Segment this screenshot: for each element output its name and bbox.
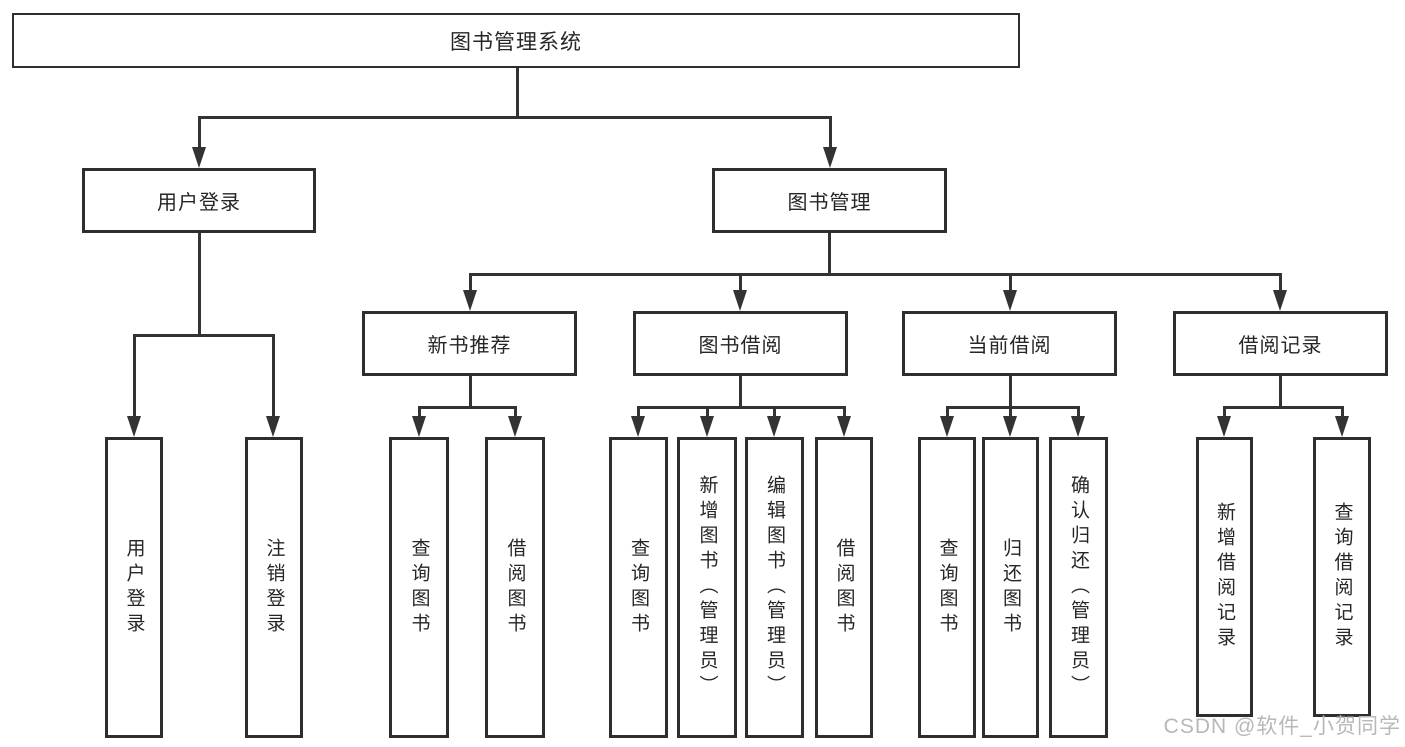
leaf-logout: 注销登录 xyxy=(245,437,303,738)
node-book-borrowing: 图书借阅 xyxy=(633,311,848,376)
connector-line xyxy=(1279,273,1282,293)
connector-line xyxy=(1341,406,1344,419)
node-borrowing-records: 借阅记录 xyxy=(1173,311,1388,376)
node-current-borrowing: 当前借阅 xyxy=(902,311,1117,376)
connector-line xyxy=(198,116,832,119)
arrowhead-icon xyxy=(508,416,522,437)
node-book-management: 图书管理 xyxy=(712,168,947,233)
leaf-query-books-recommend: 查询图书 xyxy=(389,437,449,738)
connector-line xyxy=(946,406,949,419)
connector-line xyxy=(637,406,845,409)
connector-line xyxy=(946,406,1080,409)
arrowhead-icon xyxy=(1003,416,1017,437)
node-new-book-recommendation: 新书推荐 xyxy=(362,311,577,376)
arrowhead-icon xyxy=(266,416,280,437)
connector-line xyxy=(198,116,201,150)
connector-line xyxy=(1279,376,1282,409)
leaf-user-login: 用户登录 xyxy=(105,437,163,738)
leaf-query-books-current: 查询图书 xyxy=(918,437,976,738)
connector-line xyxy=(469,376,472,409)
arrowhead-icon xyxy=(1217,416,1231,437)
leaf-edit-books-admin: 编辑图书（管理员） xyxy=(745,437,804,738)
node-library-management-system: 图书管理系统 xyxy=(12,13,1020,68)
arrowhead-icon xyxy=(1003,290,1017,311)
connector-line xyxy=(739,273,742,293)
leaf-borrow-books-recommend: 借阅图书 xyxy=(485,437,545,738)
connector-line xyxy=(272,334,275,419)
connector-line xyxy=(198,233,201,337)
connector-line xyxy=(637,406,640,419)
arrowhead-icon xyxy=(631,416,645,437)
leaf-query-borrow-record: 查询借阅记录 xyxy=(1313,437,1371,717)
connector-line xyxy=(418,406,517,409)
arrowhead-icon xyxy=(1335,416,1349,437)
connector-line xyxy=(828,233,831,276)
connector-line xyxy=(739,376,742,409)
connector-line xyxy=(706,406,709,419)
arrowhead-icon xyxy=(823,147,837,168)
connector-line xyxy=(843,406,846,419)
node-user-login: 用户登录 xyxy=(82,168,316,233)
leaf-confirm-return-admin: 确认归还（管理员） xyxy=(1049,437,1108,738)
leaf-borrow-books: 借阅图书 xyxy=(815,437,873,738)
arrowhead-icon xyxy=(837,416,851,437)
arrowhead-icon xyxy=(767,416,781,437)
connector-line xyxy=(469,273,1282,276)
connector-line xyxy=(133,334,275,337)
connector-line xyxy=(1009,406,1012,419)
arrowhead-icon xyxy=(1273,290,1287,311)
watermark: CSDN @软件_小贺同学 xyxy=(1163,715,1401,738)
connector-line xyxy=(418,406,421,419)
arrowhead-icon xyxy=(733,290,747,311)
arrowhead-icon xyxy=(127,416,141,437)
leaf-add-borrow-record: 新增借阅记录 xyxy=(1196,437,1253,717)
connector-line xyxy=(1223,406,1226,419)
connector-line xyxy=(773,406,776,419)
arrowhead-icon xyxy=(940,416,954,437)
connector-line xyxy=(516,68,519,119)
connector-line xyxy=(514,406,517,419)
connector-line xyxy=(133,334,136,419)
connector-line xyxy=(1009,376,1012,409)
connector-line xyxy=(829,116,832,150)
connector-line xyxy=(1009,273,1012,293)
arrowhead-icon xyxy=(412,416,426,437)
connector-line xyxy=(1077,406,1080,419)
arrowhead-icon xyxy=(700,416,714,437)
connector-line xyxy=(1223,406,1344,409)
arrowhead-icon xyxy=(1071,416,1085,437)
leaf-query-books-borrowing: 查询图书 xyxy=(609,437,668,738)
arrowhead-icon xyxy=(463,290,477,311)
leaf-add-books-admin: 新增图书（管理员） xyxy=(677,437,737,738)
arrowhead-icon xyxy=(192,147,206,168)
connector-line xyxy=(469,273,472,293)
leaf-return-books: 归还图书 xyxy=(982,437,1039,738)
